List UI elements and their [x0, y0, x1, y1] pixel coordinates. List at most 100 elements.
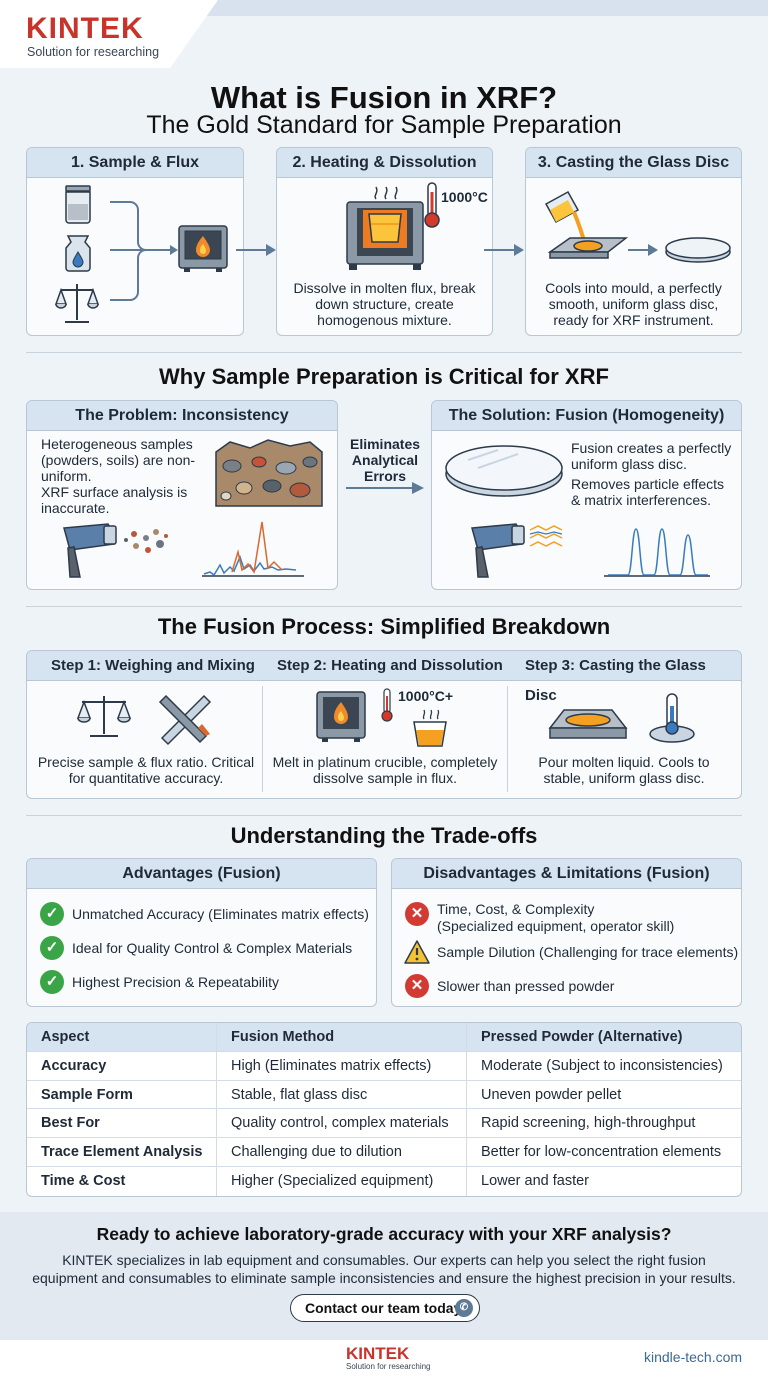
disadvantages-card: Disadvantages & Limitations (Fusion) [391, 858, 742, 1007]
furnace-icon [178, 225, 228, 272]
furnace-icon [316, 691, 366, 742]
footer-url[interactable]: kindle-tech.com [644, 1349, 743, 1365]
clean-spectrum-icon [604, 528, 710, 577]
process-step-text: Precise sample & flux ratio. Critical fo… [37, 754, 255, 786]
table-cell: Time & Cost [27, 1166, 217, 1196]
pouring-crucible-icon [544, 190, 629, 259]
table-row: Accuracy High (Eliminates matrix effects… [27, 1051, 741, 1081]
table-row: Sample Form Stable, flat glass disc Unev… [27, 1080, 741, 1110]
table-cell: Stable, flat glass disc [217, 1080, 467, 1109]
table-cell: Challenging due to dilution [217, 1138, 467, 1166]
advantages-card: Advantages (Fusion) [26, 858, 377, 1007]
table-cell: Lower and faster [481, 1172, 590, 1189]
heat-waves-icon [374, 186, 398, 200]
flow-arrow [484, 244, 524, 256]
comparison-table: Aspect Fusion Method Pressed Powder (Alt… [26, 1022, 742, 1197]
flow-arrow [628, 244, 658, 256]
process-header-bar: Step 1: Weighing and Mixing Step 2: Heat… [27, 651, 741, 704]
solution-arrow [346, 482, 424, 494]
thermometer-icon [424, 182, 440, 228]
flux-bag-icon [65, 235, 91, 272]
table-header-cell: Pressed Powder (Alternative) [481, 1029, 683, 1045]
heat-waves-icon [422, 709, 440, 720]
xrf-gun-icon [63, 523, 117, 578]
cross-icon: ✕ [405, 974, 429, 998]
table-cell: High (Eliminates matrix effects) [217, 1051, 467, 1080]
table-cell: Uneven powder pellet [481, 1086, 622, 1103]
merge-arrows [110, 201, 178, 301]
table-cell: Higher (Specialized equipment) [217, 1166, 467, 1196]
xrf-gun-icon [471, 523, 525, 578]
check-icon: ✓ [40, 902, 64, 926]
contact-button[interactable]: Contact our team today ✆ [290, 1294, 480, 1322]
noisy-spectrum-icon [202, 521, 304, 577]
process-step-heading: Step 2: Heating and Dissolution [277, 657, 503, 674]
cta-body: KINTEK specializes in lab equipment and … [32, 1252, 736, 1286]
process-step-heading: Step 1: Weighing and Mixing [51, 657, 255, 674]
table-header-cell: Aspect [27, 1023, 217, 1051]
section-divider [26, 606, 742, 607]
arrow-label: Eliminates Analytical Errors [349, 436, 421, 484]
step-separator [507, 686, 508, 792]
overview-card-heading: 2. Heating & Dissolution [277, 148, 492, 178]
table-row: Time & Cost Higher (Specialized equipmen… [27, 1166, 741, 1196]
table-cell: Accuracy [27, 1051, 217, 1080]
heterogeneous-rock-icon [215, 439, 323, 507]
problem-card: The Problem: Inconsistency [26, 400, 338, 590]
overview-card-text: Dissolve in molten flux, break down stru… [293, 280, 476, 328]
table-header-row: Aspect Fusion Method Pressed Powder (Alt… [27, 1023, 741, 1052]
table-row: Best For Quality control, complex materi… [27, 1109, 741, 1139]
problem-text: Heterogeneous samples (powders, soils) a… [41, 436, 196, 484]
step-separator [262, 686, 263, 792]
table-cell: Sample Form [27, 1080, 217, 1109]
crucible-icon [413, 721, 447, 747]
cta-heading: Ready to achieve laboratory-grade accura… [96, 1224, 672, 1244]
overview-card-heading: 3. Casting the Glass Disc [526, 148, 741, 178]
glass-disc-icon [665, 237, 731, 263]
solution-text: Fusion creates a perfectly uniform glass… [571, 440, 732, 472]
thermometer-icon [381, 688, 393, 722]
footer-tagline: Solution for researching [346, 1362, 431, 1371]
overview-card-heading: 1. Sample & Flux [27, 148, 243, 178]
check-icon: ✓ [40, 970, 64, 994]
process-step-text: Melt in platinum crucible, completely di… [272, 754, 498, 786]
glass-disc-icon [445, 445, 563, 497]
problem-text-2: XRF surface analysis is inaccurate. [41, 484, 188, 516]
casting-mold-icon [548, 709, 628, 739]
table-cell: Better for low-concentration elements [481, 1144, 722, 1161]
footer [0, 1340, 768, 1376]
balance-scale-icon [76, 696, 132, 737]
temperature-label: 1000°C+ [398, 688, 454, 704]
process-step-text: Pour molten liquid. Cools to stable, uni… [538, 754, 710, 786]
flow-arrow [236, 244, 276, 256]
section-divider [26, 352, 742, 353]
problem-heading: The Problem: Inconsistency [27, 401, 337, 431]
table-cell: Quality control, complex materials [217, 1109, 467, 1138]
page-title: What is Fusion in XRF? [210, 80, 558, 115]
contact-icon: ✆ [455, 1299, 473, 1317]
advantages-heading: Advantages (Fusion) [27, 859, 376, 889]
scattered-particles-icon [124, 529, 168, 553]
table-cell: Best For [27, 1109, 217, 1138]
table-cell: Trace Element Analysis [27, 1138, 217, 1166]
cooling-disc-icon [649, 693, 695, 743]
process-step-heading: Step 3: Casting the Glass Disc [525, 657, 706, 704]
advantage-item: Highest Precision & Repeatability [72, 974, 279, 990]
check-icon: ✓ [40, 936, 64, 960]
solution-heading: The Solution: Fusion (Homogeneity) [432, 401, 741, 431]
brand-tagline: Solution for researching [27, 45, 160, 59]
table-cell: Moderate (Subject to inconsistencies) [481, 1057, 723, 1074]
temperature-label: 1000°C [441, 189, 488, 205]
overview-card-text: Cools into mould, a perfectly smooth, un… [545, 280, 722, 328]
table-header-cell: Fusion Method [217, 1023, 467, 1051]
disadvantage-item: Slower than pressed powder [437, 978, 615, 994]
crucible-furnace-icon [346, 201, 424, 270]
footer-logo: KINTEK [346, 1344, 410, 1363]
warning-icon [404, 940, 430, 964]
mixing-tools-icon [158, 694, 212, 746]
overview-card-2: 2. Heating & Dissolution [276, 147, 493, 336]
brand-logo: KINTEK [26, 12, 144, 45]
table-cell: Rapid screening, high-throughput [481, 1115, 696, 1132]
disadvantage-item: Sample Dilution (Challenging for trace e… [437, 944, 739, 960]
emission-rays-icon [529, 525, 563, 547]
